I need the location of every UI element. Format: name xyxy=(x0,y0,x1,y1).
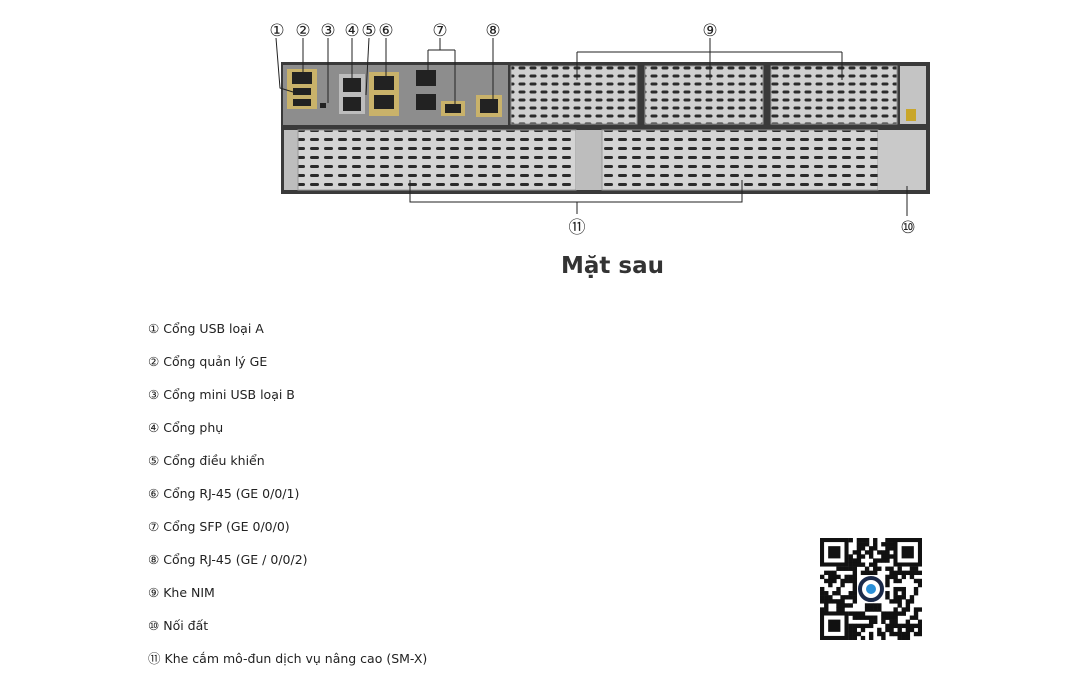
item-number: ④ xyxy=(148,420,160,435)
item-number: ⑨ xyxy=(148,585,160,600)
item-label: Cổng quản lý GE xyxy=(163,354,268,369)
item-number: ⑩ xyxy=(148,618,160,633)
item-label: Cổng phụ xyxy=(163,420,224,435)
callout-1: ① xyxy=(269,21,284,41)
item-number: ⑧ xyxy=(148,552,160,567)
callout-10: ⑩ xyxy=(900,218,915,238)
aux-port xyxy=(343,78,361,92)
item-number: ③ xyxy=(148,387,160,402)
mini-usb-port xyxy=(320,103,326,108)
usb-a-port xyxy=(293,88,311,95)
console-port xyxy=(343,97,361,111)
rj45-ge002 xyxy=(480,99,498,113)
qr-code[interactable] xyxy=(820,538,922,640)
item-number: ⑤ xyxy=(148,453,160,468)
item-number: ① xyxy=(148,321,160,336)
rj45-ge001 xyxy=(374,76,394,90)
ground-lug xyxy=(906,109,916,121)
item-number: ② xyxy=(148,354,160,369)
callout-6: ⑥ xyxy=(378,21,393,41)
item-number: ⑦ xyxy=(148,519,160,534)
item-label: Cổng USB loại A xyxy=(163,321,264,336)
item-label: Cổng RJ-45 (GE / 0/0/2) xyxy=(163,552,308,567)
callout-8: ⑧ xyxy=(485,21,500,41)
item-label: Khe cắm mô-đun dịch vụ nâng cao (SM-X) xyxy=(164,651,428,666)
nim-slot-2 xyxy=(644,65,764,125)
item-label: Nối đất xyxy=(163,618,209,633)
callout-5: ⑤ xyxy=(361,21,376,41)
item-number: ⑥ xyxy=(148,486,160,501)
item-number: ⑪ xyxy=(148,651,161,666)
nim-slot-1 xyxy=(510,65,638,125)
item-label: Khe NIM xyxy=(163,585,215,600)
logo-icon xyxy=(858,576,884,602)
smx-slot-2 xyxy=(601,129,879,191)
item-label: Cổng SFP (GE 0/0/0) xyxy=(163,519,290,534)
callout-9: ⑨ xyxy=(702,21,717,41)
nim-slot-3 xyxy=(770,65,898,125)
page-title: Mặt sau xyxy=(561,253,664,279)
callout-7: ⑦ xyxy=(432,21,447,41)
item-label: Cổng mini USB loại B xyxy=(163,387,295,402)
item-label: Cổng RJ-45 (GE 0/0/1) xyxy=(163,486,300,501)
callout-2: ② xyxy=(295,21,310,41)
ge-mgmt-port xyxy=(292,72,312,84)
callout-11: ⑪ xyxy=(569,218,586,238)
callout-lines xyxy=(275,37,908,216)
callout-3: ③ xyxy=(320,21,335,41)
callout-4: ④ xyxy=(344,21,359,41)
sfp-port xyxy=(416,70,436,86)
item-label: Cổng điều khiển xyxy=(163,453,265,468)
smx-slot-1 xyxy=(297,129,577,191)
